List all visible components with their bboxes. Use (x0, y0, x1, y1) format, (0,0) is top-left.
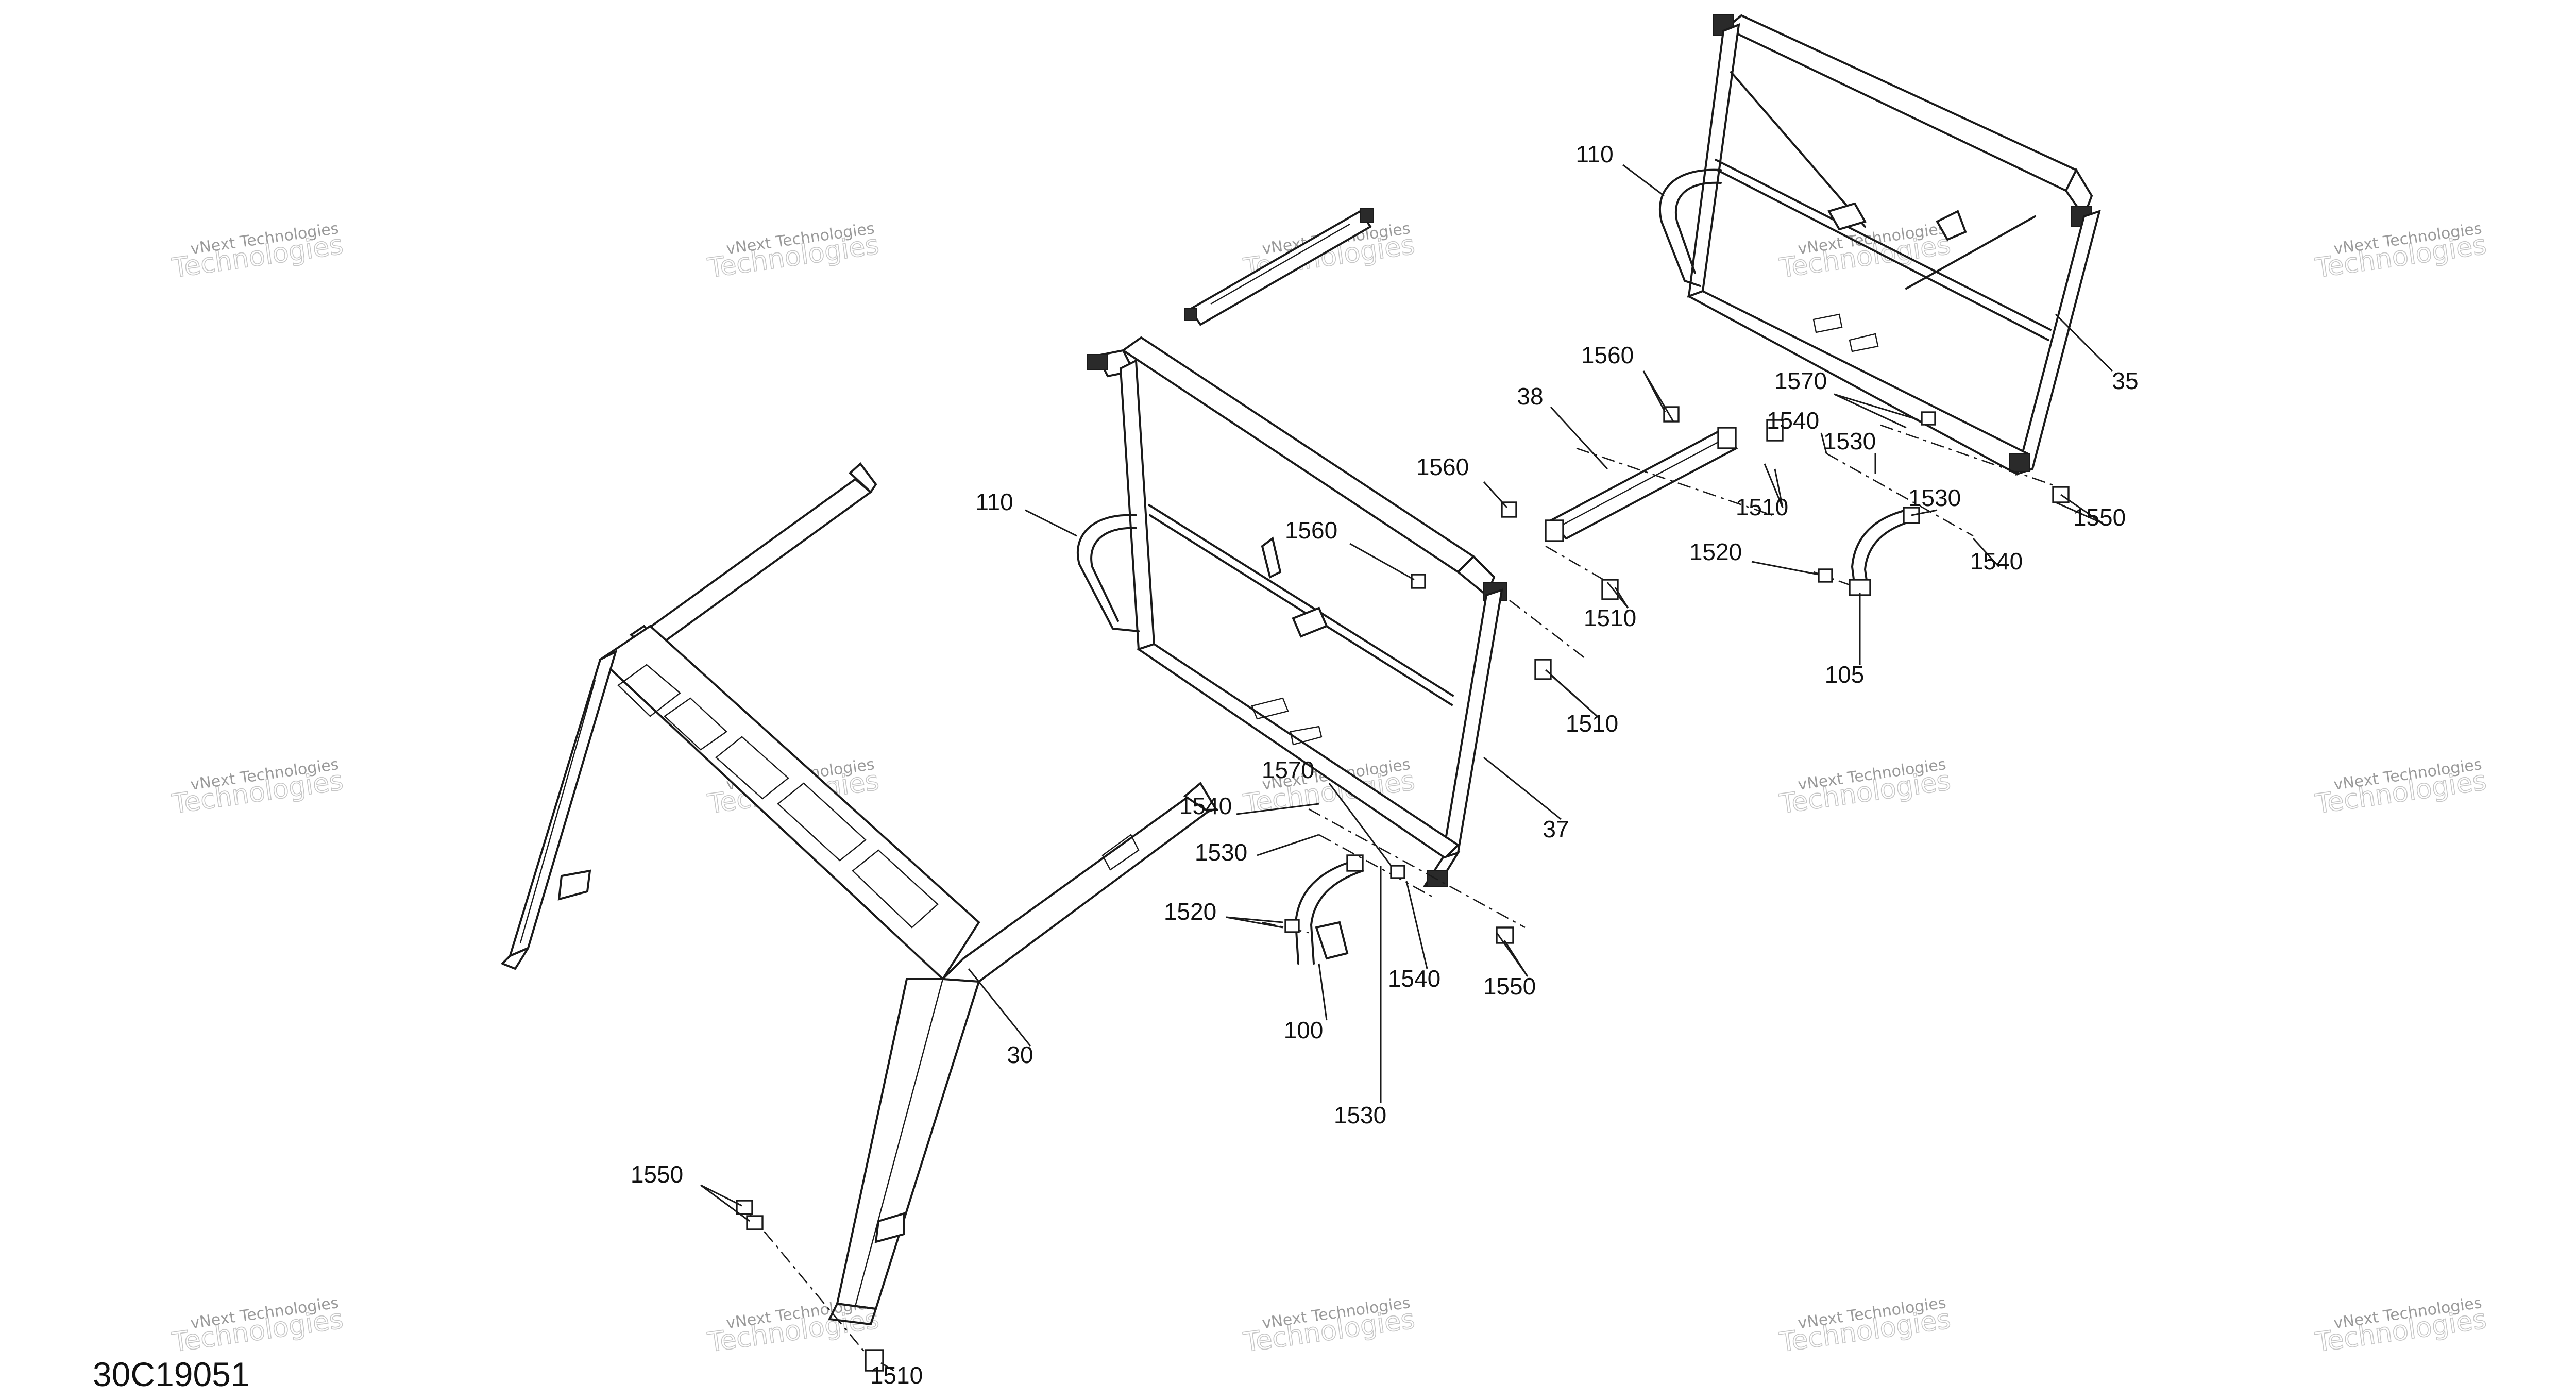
callout-1530: 1530 (1823, 428, 1876, 454)
hardware-and-install-lines (736, 406, 2070, 1372)
callout-1570: 1570 (1774, 367, 1827, 394)
callout-30: 30 (1007, 1041, 1033, 1068)
callout-labels: 1103515603815701540153015301550151015601… (631, 141, 2139, 1389)
callout-1520: 1520 (1164, 898, 1216, 925)
callout-38: 38 (1517, 383, 1543, 410)
middle-frame-part-37 (1076, 336, 1507, 887)
upper-rail-assembly (1184, 208, 1374, 326)
callout-1560: 1560 (1285, 517, 1337, 544)
roof-frame-part-30 (501, 462, 1217, 1325)
callout-1560: 1560 (1416, 453, 1469, 480)
callout-110: 110 (975, 488, 1013, 515)
callout-1550: 1550 (631, 1161, 683, 1188)
callout-1540: 1540 (1767, 407, 1819, 434)
callout-1510: 1510 (1736, 494, 1788, 520)
callout-37: 37 (1543, 816, 1569, 842)
callout-100: 100 (1284, 1017, 1324, 1043)
callout-1550: 1550 (1483, 973, 1536, 1000)
callout-1520: 1520 (1689, 538, 1742, 565)
brace-part-105 (1849, 507, 1920, 596)
callout-1510: 1510 (870, 1362, 923, 1389)
callout-1560: 1560 (1581, 342, 1634, 368)
leader-lines (700, 164, 2113, 1372)
callout-1530: 1530 (1334, 1102, 1386, 1128)
rear-frame-part-35 (1658, 14, 2101, 476)
callout-35: 35 (2112, 367, 2138, 394)
callout-1530: 1530 (1195, 839, 1247, 866)
callout-1530: 1530 (1908, 484, 1961, 511)
callout-1570: 1570 (1262, 756, 1314, 783)
callout-1510: 1510 (1584, 604, 1636, 631)
callout-1540: 1540 (1179, 792, 1232, 819)
cross-bar-part-38 (1545, 427, 1738, 542)
callout-1550: 1550 (2073, 504, 2126, 531)
callout-110: 110 (1575, 141, 1613, 167)
callout-1540: 1540 (1970, 548, 2023, 575)
callout-105: 105 (1825, 661, 1865, 688)
callout-1540: 1540 (1388, 965, 1440, 992)
drawing-code: 30C19051 (93, 1355, 250, 1393)
brace-part-100 (1295, 854, 1364, 965)
callout-1510: 1510 (1566, 710, 1618, 737)
